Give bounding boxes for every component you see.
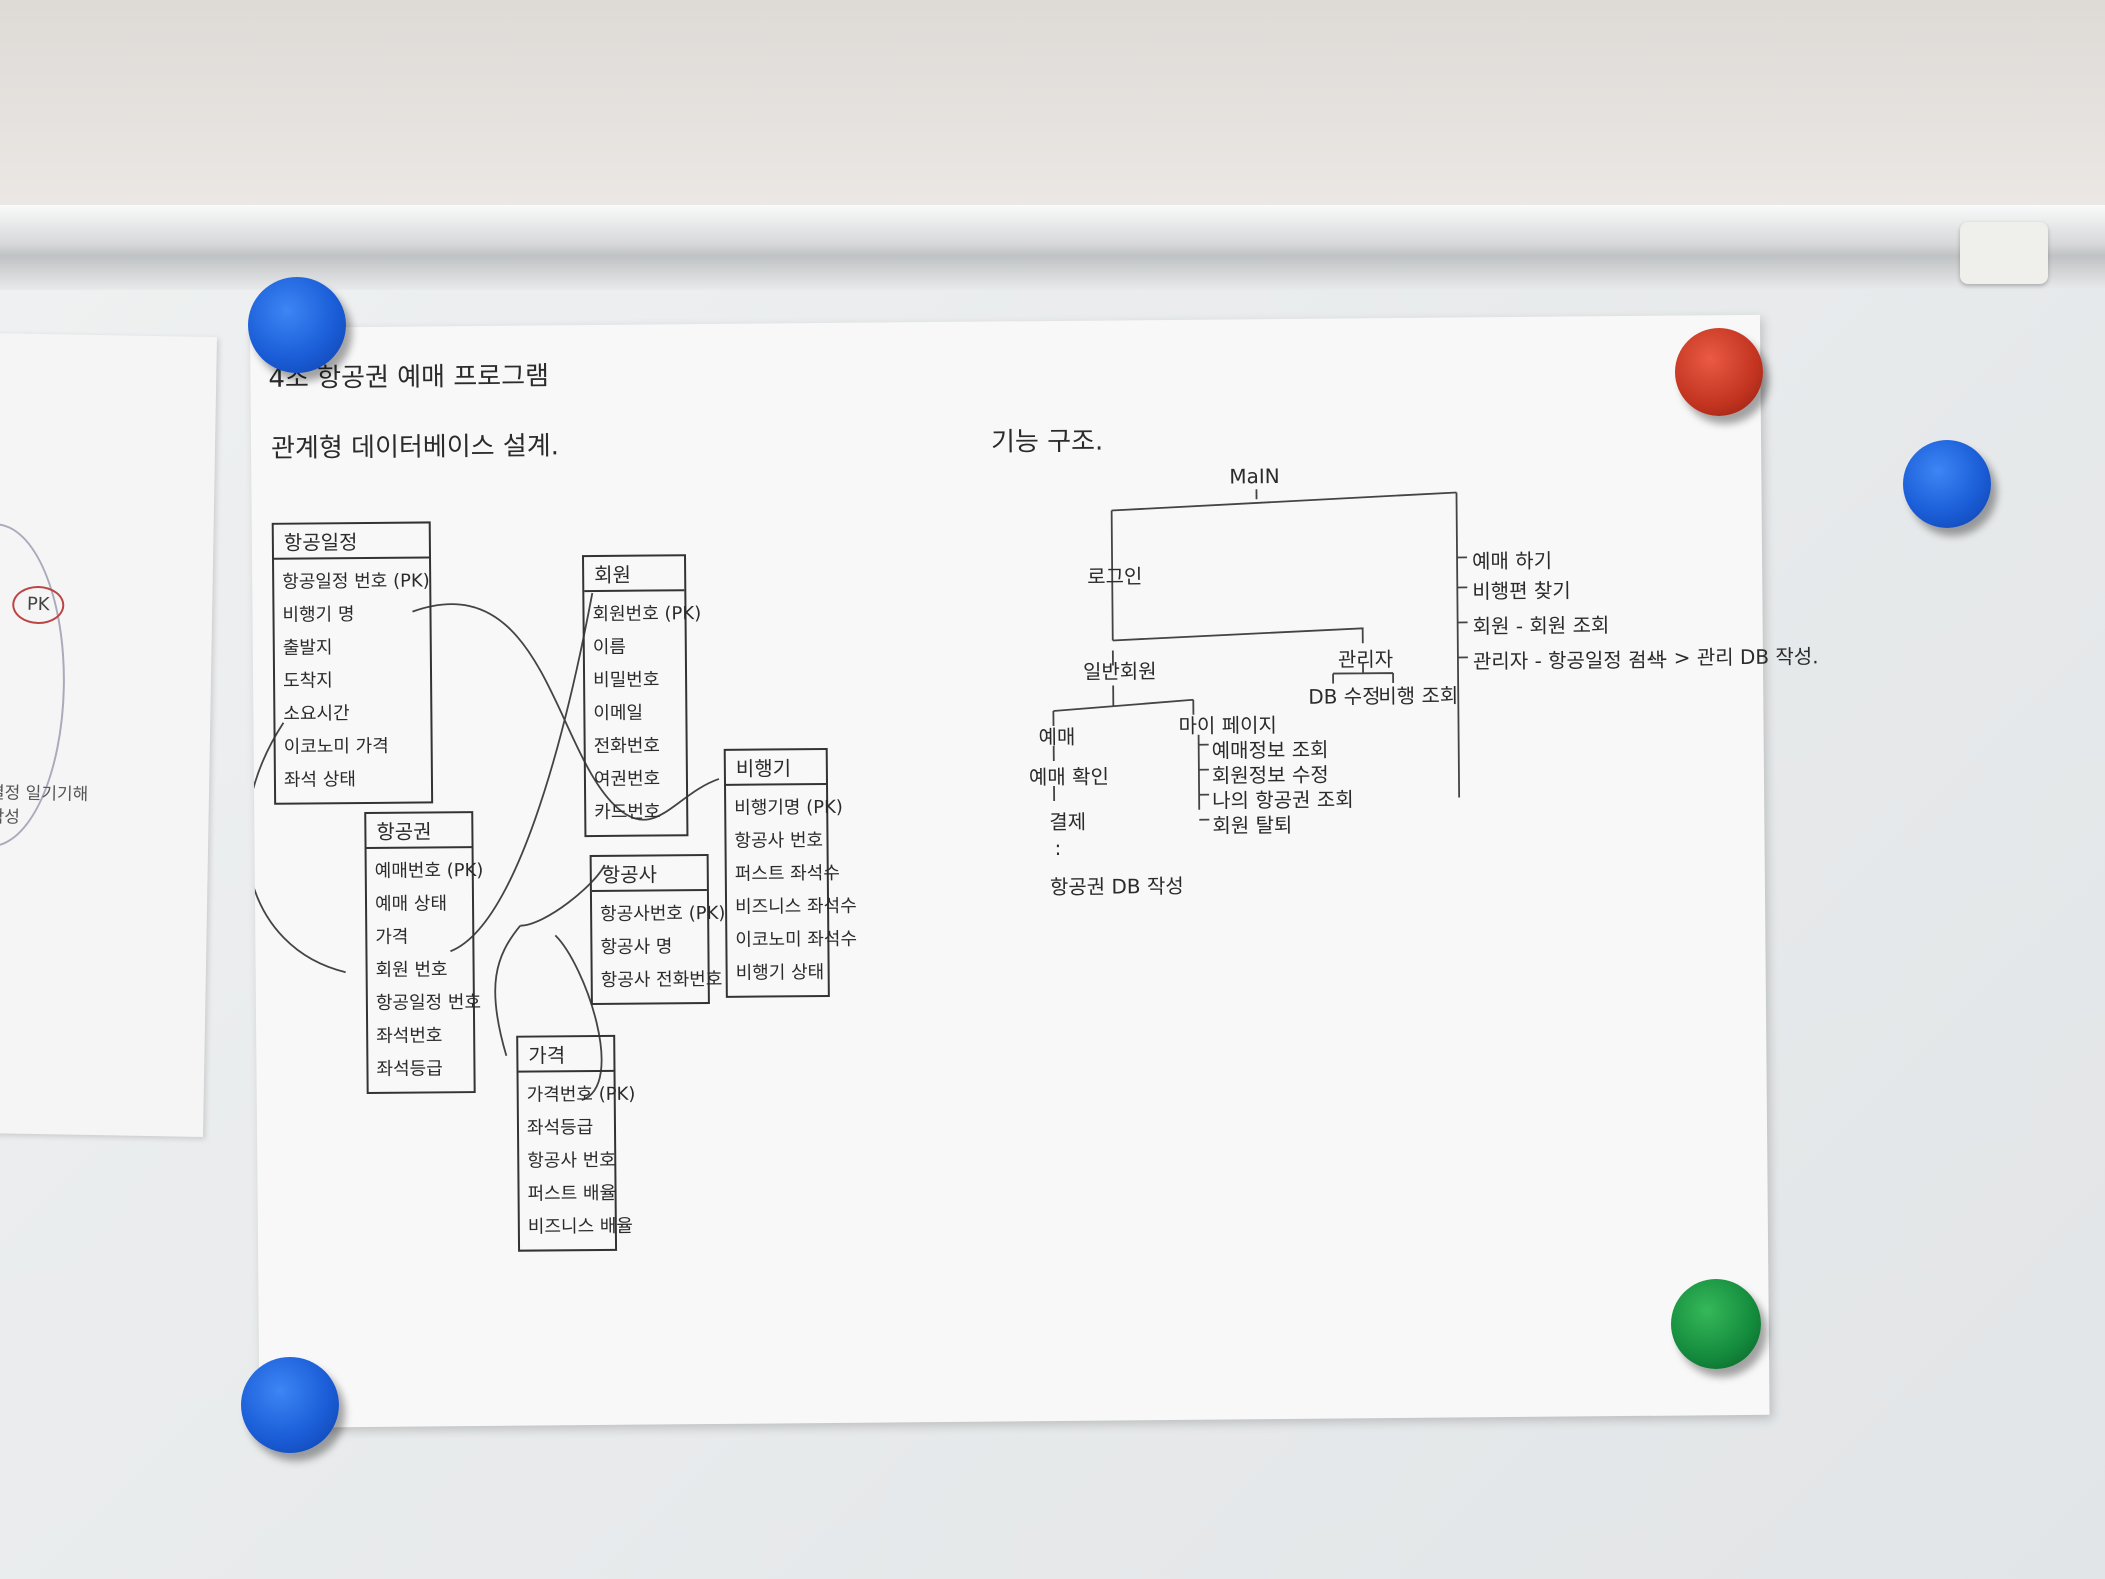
table-row: 가격 <box>375 926 409 948</box>
blue-magnet <box>248 277 346 373</box>
table-row: 이름 <box>592 636 627 659</box>
tree-manager: 관리자 <box>1337 647 1394 672</box>
tree-dots: : <box>1054 835 1062 860</box>
table-row: 항공사 번호 <box>734 830 824 852</box>
table-row: 도착지 <box>282 670 333 692</box>
table-row: 카드번호 <box>594 801 661 824</box>
table-row: 퍼스트 좌석수 <box>734 862 840 885</box>
tree-normal-member: 일반회원 <box>1082 659 1157 684</box>
table-row: 좌석 상태 <box>283 769 357 791</box>
table-member: 회원 회원번호 (PK) 이름 비밀번호 이메일 전화번호 여권번호 카드번호 <box>581 554 702 838</box>
table-row: 이코노미 좌석수 <box>735 928 858 951</box>
table-header: 회원 <box>584 556 685 593</box>
table-row: 비밀번호 <box>592 669 660 692</box>
tree-mypage-item: 회원 탈퇴 <box>1212 812 1293 838</box>
table-row: 좌석등급 <box>526 1117 594 1139</box>
table-row: 출발지 <box>282 637 333 659</box>
table-row: 항공사 번호 <box>527 1149 616 1172</box>
table-row: 항공일정 번호 (PK) <box>282 570 430 593</box>
left-section-title: 관계형 데이터베이스 설계. <box>270 431 560 464</box>
right-section-title: 기능 구조. <box>990 426 1104 458</box>
table-row: 회원 번호 <box>375 959 448 981</box>
table-ticket: 항공권 예매번호 (PK) 예매 상태 가격 회원 번호 항공일정 번호 좌석번… <box>364 811 484 1095</box>
table-row: 예매 상태 <box>374 893 448 915</box>
tree-reserve-confirm: 예매 확인 <box>1028 764 1110 790</box>
table-row: 비즈니스 좌석수 <box>734 895 857 918</box>
table-row: 여권번호 <box>593 768 661 791</box>
tree-manager-flight-view: 비행 조회 <box>1378 683 1459 709</box>
table-row: 회원번호 (PK) <box>592 603 702 626</box>
table-price: 가격 가격번호 (PK) 좌석등급 항공사 번호 퍼스트 배율 비즈니스 배율 <box>516 1034 636 1252</box>
table-header: 가격 <box>518 1036 614 1073</box>
table-header: 비행기 <box>725 749 827 786</box>
table-row: 비행기 명 <box>282 604 355 626</box>
tree-item-member-search: 회원 - 회원 조회 <box>1472 613 1610 639</box>
table-row: 예매번호 (PK) <box>374 859 484 882</box>
tree-payment: 결제 <box>1049 809 1087 835</box>
table-flight-schedule: 항공일정 항공일정 번호 (PK) 비행기 명 출발지 도착지 소요시간 이코노… <box>271 521 434 805</box>
tree-login: 로그인 <box>1087 564 1143 589</box>
wall <box>0 0 2105 215</box>
table-airplane: 비행기 비행기명 (PK) 항공사 번호 퍼스트 좌석수 비즈니스 좌석수 이코… <box>723 747 858 998</box>
table-row: 전화번호 <box>593 735 661 758</box>
table-row: 좌석번호 <box>376 1025 443 1047</box>
table-row: 비즈니스 배율 <box>527 1215 634 1238</box>
table-row: 항공사 전화번호 <box>600 968 723 991</box>
table-row: 항공사번호 (PK) <box>600 902 726 925</box>
tree-reserve: 예매 <box>1038 724 1076 750</box>
table-row: 가격번호 (PK) <box>526 1083 636 1106</box>
table-row: 비행기 상태 <box>735 962 825 984</box>
left-sheet-note: 결정 일기기해 작성 <box>0 783 89 828</box>
table-row: 이메일 <box>593 702 644 725</box>
tree-ticket-db: 항공권 DB 작성 <box>1049 873 1184 900</box>
tree-manager-db-edit: DB 수정 <box>1308 684 1381 709</box>
table-row: 소요시간 <box>283 703 350 725</box>
tree-admin-arrow: - - - > 관리 DB 작성. <box>1632 644 1819 670</box>
table-header: 항공권 <box>366 813 472 850</box>
blue-magnet <box>1903 440 1991 528</box>
table-row: 비행기명 (PK) <box>734 796 843 819</box>
red-magnet <box>1675 328 1763 416</box>
tree-item-reserve: 예매 하기 <box>1471 548 1553 574</box>
tree-root-main: MaIN <box>1229 464 1280 489</box>
table-header: 항공사 <box>591 856 707 893</box>
blue-magnet <box>241 1357 339 1453</box>
main-paper-sheet: 4조 항공권 예매 프로그램 관계형 데이터베이스 설계. 기능 구조. 항공일… <box>250 314 1819 1428</box>
table-header: 항공일정 <box>273 523 430 560</box>
table-row: 좌석등급 <box>376 1058 443 1080</box>
table-airline: 항공사 항공사번호 (PK) 항공사 명 항공사 전화번호 <box>589 854 726 1006</box>
whiteboard-rail <box>0 205 2105 290</box>
rail-clip <box>1960 222 2048 284</box>
table-row: 이코노미 가격 <box>283 735 389 758</box>
tree-item-flight-search: 비행편 찾기 <box>1472 578 1571 604</box>
green-magnet <box>1671 1279 1761 1369</box>
left-paper-sheet: PK 결정 일기기해 작성 <box>0 333 217 1137</box>
table-row: 퍼스트 배율 <box>527 1182 617 1205</box>
table-row: 항공일정 번호 <box>375 992 482 1014</box>
table-row: 항공사 명 <box>600 936 673 958</box>
